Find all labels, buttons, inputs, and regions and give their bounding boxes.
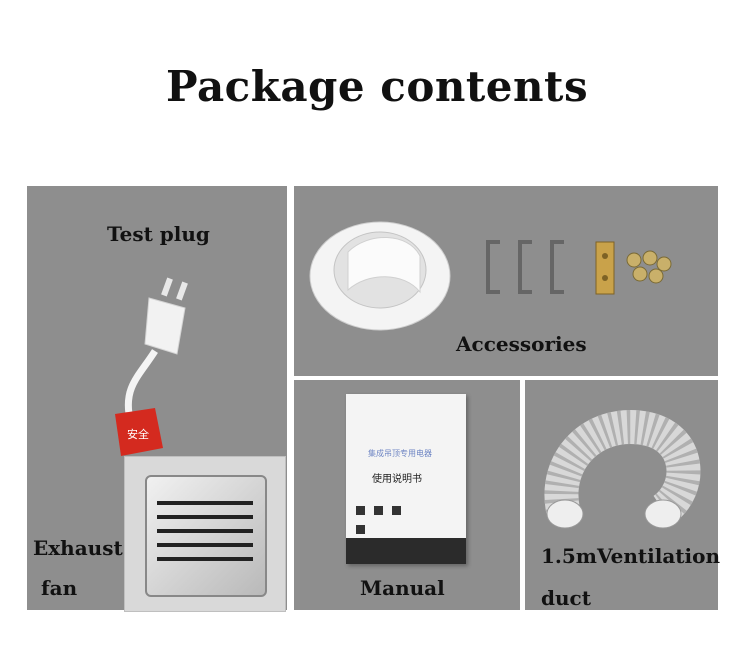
bracket-hooks-icon — [486, 240, 564, 294]
manual-icon-row — [356, 500, 416, 534]
panel-manual: 集成吊顶专用电器 使用说明书 Manual — [294, 380, 520, 610]
duct-collar-icon — [309, 221, 451, 331]
power-plug-icon: 安全 — [115, 277, 188, 456]
screws-icon — [626, 250, 672, 284]
duct-label-line1: 1.5mVentilation — [541, 544, 721, 568]
exhaust-fan-label-line1: Exhaust — [33, 536, 123, 560]
test-plug-label: Test plug — [107, 222, 210, 246]
exhaust-fan-label-line2: fan — [41, 576, 78, 600]
exhaust-fan-image — [124, 456, 286, 612]
panel-duct: 1.5mVentilation duct — [525, 380, 721, 610]
manual-cover-title: 集成吊顶专用电器 — [368, 449, 432, 458]
ventilation-duct-icon — [544, 410, 701, 529]
manual-label: Manual — [360, 576, 445, 600]
manual-cover-subtitle: 使用说明书 — [372, 474, 422, 485]
duct-label-line2: duct — [541, 586, 591, 610]
manual-booklet: 集成吊顶专用电器 使用说明书 — [346, 394, 466, 564]
accessories-label: Accessories — [456, 332, 587, 356]
panel-accessories: Accessories — [294, 186, 718, 376]
page-title: Package contents — [166, 62, 589, 111]
plug-tag-text: 安全 — [127, 427, 149, 441]
panel-test-plug: Test plug 安全 Exhaust fan — [27, 186, 287, 612]
mounting-clip-icon — [595, 241, 615, 295]
